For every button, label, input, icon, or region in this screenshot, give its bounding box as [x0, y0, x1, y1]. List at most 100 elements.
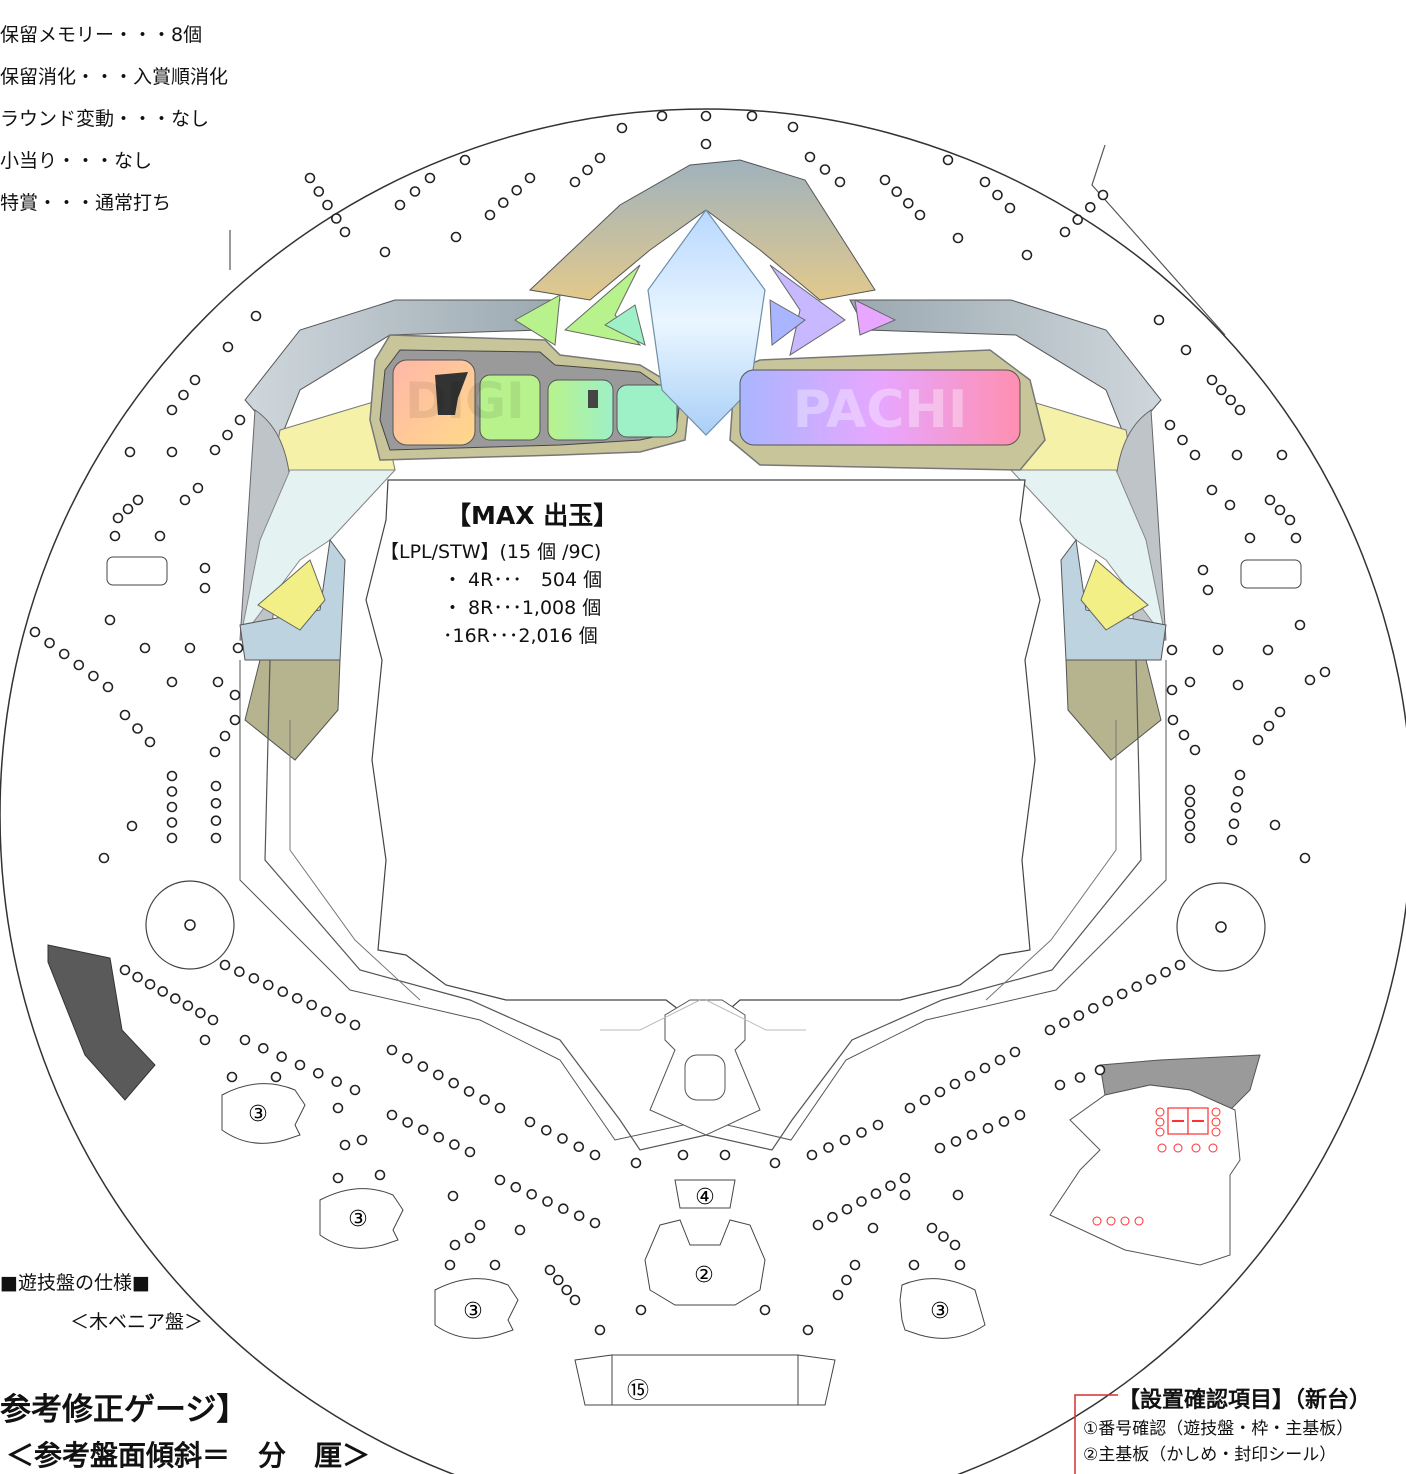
- nail: [1177, 434, 1188, 446]
- nail: [112, 512, 124, 524]
- nail: [994, 1054, 1006, 1066]
- right-windmill-nail: [1215, 921, 1227, 933]
- board-outline: [0, 108, 1406, 1474]
- spec-line-5: 特賞・・・通常打ち: [0, 192, 172, 214]
- nail: [1166, 684, 1178, 696]
- nail: [184, 642, 196, 654]
- nail: [908, 1259, 920, 1271]
- nail: [209, 746, 221, 758]
- nail: [386, 1109, 398, 1121]
- nail: [417, 1061, 429, 1072]
- spec-line-1: 保留メモリー・・・8個: [0, 24, 203, 46]
- nail: [210, 780, 222, 792]
- nail: [700, 110, 712, 122]
- nail: [769, 1157, 781, 1169]
- nail: [594, 152, 606, 164]
- nail: [332, 1172, 344, 1184]
- nail: [510, 1181, 522, 1193]
- logo-pachi-block: [739, 369, 1021, 446]
- nail: [210, 832, 222, 844]
- nail: [248, 972, 260, 984]
- nail: [979, 1062, 991, 1074]
- left-arrow-3: [604, 304, 646, 346]
- pocket-3-d: ③: [899, 1278, 986, 1339]
- nail: [891, 186, 903, 197]
- nail: [444, 1259, 456, 1271]
- nail: [589, 1217, 601, 1229]
- nail: [630, 1157, 642, 1169]
- nail: [806, 1149, 818, 1161]
- nail: [277, 986, 289, 998]
- logo-left-text: DIGI: [405, 372, 525, 430]
- max-output-line-1: 【LPL/STW】(15 個 /9C): [380, 541, 602, 563]
- nail: [29, 626, 41, 638]
- nail: [934, 1086, 946, 1098]
- nail: [914, 209, 926, 221]
- center-gem: [647, 208, 766, 436]
- nail: [542, 1196, 553, 1207]
- pocket-3-a-label: ③: [248, 1102, 268, 1127]
- nail: [449, 1139, 460, 1150]
- nail: [270, 1071, 282, 1083]
- nail: [966, 1129, 978, 1141]
- nail: [210, 815, 222, 827]
- nail: [879, 174, 891, 186]
- nail: [700, 138, 712, 150]
- nail: [950, 1136, 962, 1147]
- nail: [594, 1324, 606, 1336]
- pocket-3-b: ③: [319, 1188, 404, 1249]
- nail: [306, 999, 318, 1011]
- nail: [330, 213, 342, 224]
- nail: [1014, 1109, 1026, 1121]
- right-windmill: [1176, 882, 1266, 972]
- nail: [964, 1070, 976, 1082]
- nail: [1234, 404, 1246, 416]
- nail: [787, 121, 799, 133]
- checklist-title: 【設置確認項目】（新台）: [1118, 1388, 1372, 1413]
- nail: [102, 681, 114, 693]
- nail: [573, 1210, 585, 1222]
- nail: [464, 1232, 476, 1244]
- nail: [126, 820, 138, 832]
- nail: [88, 670, 99, 682]
- start-pocket-4: ④: [674, 1179, 736, 1210]
- gauge-title: 参考修正ゲージ】: [0, 1392, 248, 1428]
- nail: [1299, 852, 1311, 864]
- nail: [1262, 644, 1274, 656]
- nail: [992, 189, 1003, 201]
- logo-right-text: PACHI: [793, 380, 968, 440]
- nail: [132, 494, 144, 506]
- nail: [1216, 384, 1227, 396]
- nail: [1102, 995, 1114, 1007]
- nail: [210, 797, 222, 809]
- nail: [856, 1127, 867, 1138]
- top-ornament: [528, 159, 876, 301]
- nail: [841, 1274, 852, 1286]
- nail: [276, 1051, 288, 1062]
- nail: [1212, 644, 1224, 656]
- nail: [557, 1203, 569, 1214]
- nail: [1263, 720, 1275, 732]
- nail: [827, 1211, 838, 1223]
- nail: [1072, 214, 1083, 225]
- nail: [1232, 785, 1244, 797]
- nail: [839, 1134, 851, 1146]
- nail: [1178, 729, 1190, 741]
- logo-letter-i2: [616, 384, 678, 438]
- nail: [339, 226, 351, 238]
- nail: [234, 414, 246, 426]
- nail: [677, 1149, 689, 1161]
- nail: [1206, 484, 1218, 496]
- nail: [1094, 1064, 1106, 1076]
- nail: [497, 197, 509, 208]
- nail: [1274, 706, 1286, 718]
- nail: [222, 341, 234, 353]
- nail: [212, 676, 224, 688]
- stage-right-inner: [985, 720, 1117, 1001]
- left-outlane-rail: [47, 944, 156, 1101]
- nail: [812, 1219, 824, 1231]
- nail: [514, 1224, 526, 1236]
- nail: [899, 1172, 911, 1184]
- left-small-pocket: [106, 556, 168, 586]
- nail: [952, 232, 964, 244]
